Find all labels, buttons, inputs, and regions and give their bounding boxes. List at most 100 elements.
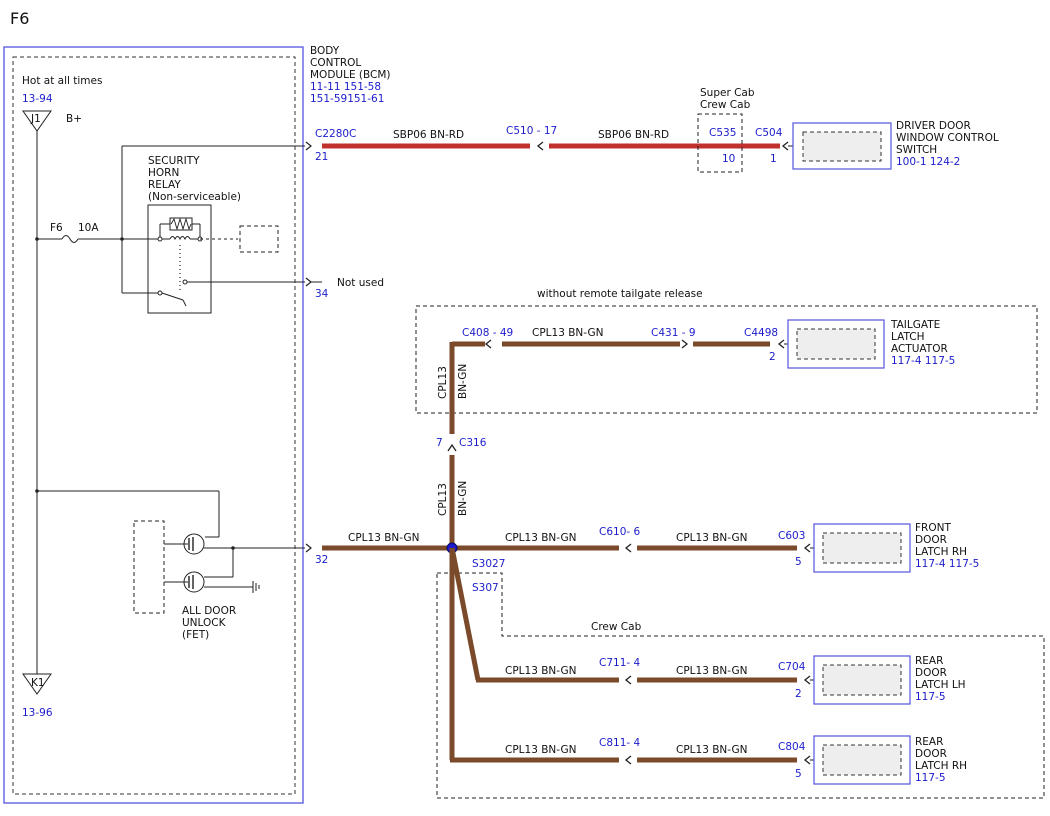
relay-label-3: RELAY xyxy=(148,179,181,191)
tailgate-ref[interactable]: 117-4 117-5 xyxy=(891,355,955,367)
relay-switch-blade-icon xyxy=(161,292,184,301)
c431-arrow-icon xyxy=(681,339,689,349)
c804-pin: 5 xyxy=(795,768,802,780)
pin-32: 32 xyxy=(315,554,328,566)
pin-32-arrow-icon xyxy=(305,543,312,553)
rear-rh-label-3: LATCH RH xyxy=(915,760,967,772)
wire-cpl13-branch-lh[interactable] xyxy=(449,547,481,681)
relay-switch-tip xyxy=(182,299,187,307)
rear-lh-ref[interactable]: 117-5 xyxy=(915,691,946,703)
bcm-ref-1[interactable]: 11-11 151-58 xyxy=(310,81,381,93)
c603-pin: 5 xyxy=(795,556,802,568)
c316-connector[interactable]: C316 xyxy=(459,437,487,449)
vertical-upper-circuit: CPL13 xyxy=(437,366,449,399)
driver-door-ref[interactable]: 100-1 124-2 xyxy=(896,156,960,168)
rear-door-latch-rh-inner xyxy=(822,744,902,776)
c711-connector[interactable]: C711- 4 xyxy=(599,657,640,669)
super-cab-label: Super Cab xyxy=(700,87,755,99)
main-circuit-right: CPL13 BN-GN xyxy=(676,532,747,544)
relay-winding-icon xyxy=(169,236,191,241)
front-door-label-3: LATCH RH xyxy=(915,546,967,558)
lh-circuit-2: CPL13 BN-GN xyxy=(676,665,747,677)
c510-connector[interactable]: C510 - 17 xyxy=(506,125,557,137)
front-door-label-1: FRONT xyxy=(915,522,951,534)
c610-arrow-icon xyxy=(624,543,632,553)
tailgate-label-3: ACTUATOR xyxy=(891,343,948,355)
vertical-lower-color: BN-GN xyxy=(457,481,469,516)
c603-connector[interactable]: C603 xyxy=(778,530,805,542)
c603-arrow-icon xyxy=(803,543,811,553)
hot-ref-link[interactable]: 13-94 xyxy=(22,93,53,105)
j1-label: J1 xyxy=(30,113,41,125)
not-used-label: Not used xyxy=(337,277,384,289)
pin-34: 34 xyxy=(315,288,329,300)
c704-connector[interactable]: C704 xyxy=(778,661,806,673)
tailgate-actuator-inner xyxy=(796,328,876,360)
c610-connector[interactable]: C610- 6 xyxy=(599,526,640,538)
j1-terminal-icon xyxy=(22,110,52,132)
front-door-latch-inner xyxy=(822,532,902,564)
lh-circuit-1: CPL13 BN-GN xyxy=(505,665,576,677)
rh-circuit-1: CPL13 BN-GN xyxy=(505,744,576,756)
fet-control-placeholder xyxy=(133,520,165,614)
c2280c-connector[interactable]: C2280C xyxy=(315,128,356,140)
rear-rh-label-1: REAR xyxy=(915,736,943,748)
c704-arrow-icon xyxy=(803,675,811,685)
c504-connector[interactable]: C504 xyxy=(755,127,783,139)
driver-door-label-1: DRIVER DOOR xyxy=(896,120,971,132)
crew-cab-option-box xyxy=(436,572,1045,799)
bus-junction-dot xyxy=(35,237,39,241)
c811-arrow-icon xyxy=(624,755,632,765)
vertical-upper-color: BN-GN xyxy=(457,364,469,399)
relay-terminal-dot xyxy=(157,236,163,242)
rear-rh-ref[interactable]: 117-5 xyxy=(915,772,946,784)
fet-label-3: (FET) xyxy=(182,629,209,641)
c4498-arrow-icon xyxy=(777,339,785,349)
c408-arrow-icon xyxy=(484,339,492,349)
bcm-module-border xyxy=(3,46,304,804)
c811-connector[interactable]: C811- 4 xyxy=(599,737,640,749)
s307-splice[interactable]: S307 xyxy=(472,582,499,594)
c4498-pin: 2 xyxy=(769,351,776,363)
security-horn-relay-box[interactable] xyxy=(147,204,212,314)
rear-door-latch-lh-inner xyxy=(822,664,902,696)
c504-pin: 1 xyxy=(770,153,777,165)
k1-label: K1 xyxy=(31,677,45,689)
c504-arrow-icon xyxy=(781,141,789,151)
k1-ref-link[interactable]: 13-96 xyxy=(22,707,53,719)
fuse-rating: 10A xyxy=(78,222,99,234)
front-door-label-2: DOOR xyxy=(915,534,947,546)
hot-at-all-times-label: Hot at all times xyxy=(22,75,102,87)
tailgate-label-2: LATCH xyxy=(891,331,924,343)
rh-circuit-2: CPL13 BN-GN xyxy=(676,744,747,756)
driver-door-label-2: WINDOW CONTROL xyxy=(896,132,999,144)
c704-pin: 2 xyxy=(795,688,802,700)
c431-connector[interactable]: C431 - 9 xyxy=(651,327,696,339)
pin-21-arrow-icon xyxy=(305,141,312,151)
bcm-title-line-1: BODY xyxy=(310,45,340,57)
bcm-title-line-3: MODULE (BCM) xyxy=(310,69,391,81)
driver-door-switch-inner xyxy=(802,131,882,162)
ground-icon xyxy=(252,581,260,593)
bcm-ref-2[interactable]: 151-59151-61 xyxy=(310,93,384,105)
c408-connector[interactable]: C408 - 49 xyxy=(462,327,513,339)
rear-lh-label-2: DOOR xyxy=(915,667,947,679)
main-circuit-mid: CPL13 BN-GN xyxy=(505,532,576,544)
tailgate-circuit: CPL13 BN-GN xyxy=(532,327,603,339)
s3027-splice[interactable]: S3027 xyxy=(472,558,505,570)
c535-connector[interactable]: C535 xyxy=(709,127,736,139)
pin-34-arrow-icon xyxy=(305,277,312,287)
tailgate-group-label: without remote tailgate release xyxy=(537,288,703,300)
c804-connector[interactable]: C804 xyxy=(778,741,806,753)
c4498-connector[interactable]: C4498 xyxy=(744,327,778,339)
k1-terminal-icon xyxy=(22,673,52,695)
top-wire-circuit-2: SBP06 BN-RD xyxy=(598,129,669,141)
rear-lh-label-1: REAR xyxy=(915,655,943,667)
relay-label-2: HORN xyxy=(148,167,179,179)
front-door-ref[interactable]: 117-4 117-5 xyxy=(915,558,979,570)
relay-control-placeholder xyxy=(239,225,279,253)
crew-cab-option-label: Crew Cab xyxy=(700,99,751,111)
fet-label-2: UNLOCK xyxy=(182,617,227,629)
bplus-label: B+ xyxy=(66,113,82,125)
